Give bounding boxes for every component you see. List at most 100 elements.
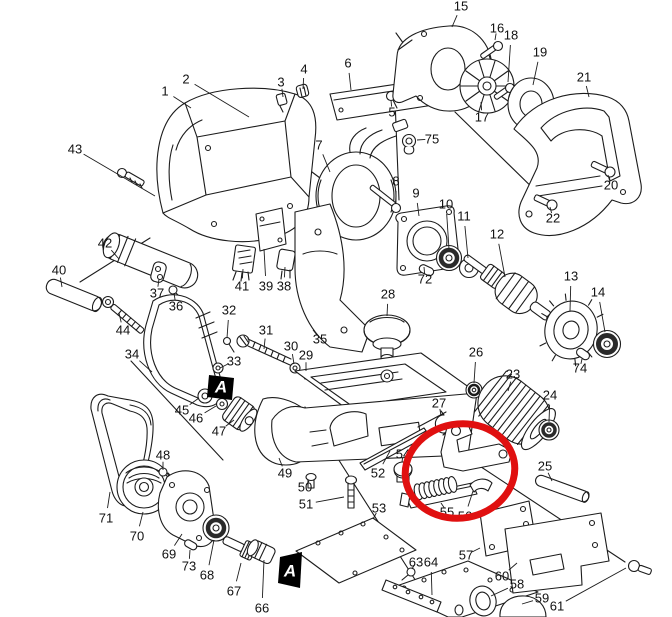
part-label-57: 57 xyxy=(459,548,473,563)
part-label-61: 61 xyxy=(550,599,564,614)
part-label-69: 69 xyxy=(162,547,176,562)
part-label-48: 48 xyxy=(156,448,170,463)
part-label-25: 25 xyxy=(538,459,552,474)
leader-line-39 xyxy=(263,248,266,277)
highlight-circle xyxy=(401,420,519,522)
leader-line-58 xyxy=(490,587,509,597)
part-68-bearing xyxy=(202,514,230,542)
assembly-markers: AA xyxy=(207,375,302,588)
leader-line-73 xyxy=(188,549,191,559)
part-label-74: 74 xyxy=(573,361,587,376)
part-label-28: 28 xyxy=(381,287,395,302)
marker-letter: A xyxy=(283,562,296,581)
part-53-base-plate xyxy=(295,517,417,584)
part-61-bolt xyxy=(627,559,652,575)
leader-line-74 xyxy=(580,358,583,364)
leader-line-17 xyxy=(480,101,483,111)
part-label-70: 70 xyxy=(130,529,144,544)
part-58-grommet xyxy=(469,585,497,617)
leader-line-27 xyxy=(439,408,442,417)
leader-line-53 xyxy=(372,512,377,520)
part-label-35: 35 xyxy=(313,332,327,347)
part-label-5: 5 xyxy=(388,105,395,120)
leader-line-40 xyxy=(59,277,63,288)
part-label-42: 42 xyxy=(98,236,112,251)
part-label-68: 68 xyxy=(200,568,214,583)
part-label-14: 14 xyxy=(591,285,605,300)
part-label-39: 39 xyxy=(259,279,273,294)
leader-line-41 xyxy=(241,268,244,279)
part-label-11: 11 xyxy=(457,209,471,224)
part-label-30: 30 xyxy=(284,339,298,354)
leader-line-7 xyxy=(322,154,331,173)
part-label-6: 6 xyxy=(344,56,351,71)
part-47-gear xyxy=(222,396,258,432)
leader-line-3 xyxy=(281,88,284,98)
part-label-13: 13 xyxy=(564,269,578,284)
part-7-stator xyxy=(315,118,409,241)
part-label-12: 12 xyxy=(490,227,504,242)
leader-lines xyxy=(59,15,627,605)
part-label-3: 3 xyxy=(277,75,284,90)
leader-line-42 xyxy=(110,249,120,260)
part-label-45: 45 xyxy=(175,403,189,418)
part-label-20: 20 xyxy=(604,178,618,193)
part-63-screw xyxy=(401,567,416,581)
part-label-10: 10 xyxy=(439,197,453,212)
part-label-32: 32 xyxy=(222,303,236,318)
leader-line-57 xyxy=(472,547,481,553)
marker-a-2 xyxy=(278,552,302,588)
part-74-pin xyxy=(575,347,591,361)
part-label-7: 7 xyxy=(315,138,322,153)
leader-line-36 xyxy=(173,292,176,301)
part-label-34: 34 xyxy=(125,347,139,362)
part-16-screw xyxy=(480,40,504,59)
leader-line-68 xyxy=(208,539,215,566)
leader-line-66 xyxy=(261,559,265,599)
part-55-spring-plate xyxy=(399,476,493,509)
part-18-screw xyxy=(493,82,516,100)
part-14-bearing xyxy=(592,329,622,359)
marker-letter: A xyxy=(214,378,227,397)
part-33-washer xyxy=(212,362,224,374)
leader-line-75 xyxy=(416,138,426,141)
leader-line-72 xyxy=(423,266,426,274)
part-24-bearing xyxy=(538,419,560,441)
part-label-21: 21 xyxy=(577,70,591,85)
part-label-53: 53 xyxy=(372,501,386,516)
leader-line-10 xyxy=(446,213,450,250)
part-label-4: 4 xyxy=(300,62,307,77)
part-41-switch xyxy=(231,244,257,282)
part-label-60: 60 xyxy=(495,569,509,584)
leader-line-9 xyxy=(416,202,420,217)
part-label-63: 63 xyxy=(409,555,423,570)
part-43-screw xyxy=(116,167,145,189)
leader-line-11 xyxy=(464,225,469,259)
part-40-rod xyxy=(45,278,103,313)
leader-line-35 xyxy=(312,329,318,336)
leader-line-25 xyxy=(547,472,553,482)
leader-line-19 xyxy=(532,61,539,86)
part-label-15: 15 xyxy=(454,0,468,14)
part-20-screw xyxy=(590,160,616,178)
part-label-44: 44 xyxy=(116,323,130,338)
part-label-58: 58 xyxy=(510,577,524,592)
part-label-47: 47 xyxy=(212,424,226,439)
leader-line-51 xyxy=(315,496,345,503)
part-label-64: 64 xyxy=(424,555,438,570)
leader-line-32 xyxy=(226,319,229,339)
part-label-51: 51 xyxy=(299,497,313,512)
part-label-36: 36 xyxy=(169,299,183,314)
part-34-side-plate xyxy=(143,294,223,408)
part-37-plate xyxy=(150,261,167,283)
leader-line-54 xyxy=(401,457,404,463)
part-label-18: 18 xyxy=(504,28,518,43)
part-22-screw xyxy=(533,194,558,211)
part-label-52: 52 xyxy=(371,466,385,481)
leader-line-31 xyxy=(263,338,266,350)
part-50-screw xyxy=(305,472,317,489)
leader-line-37 xyxy=(157,278,160,287)
part-21-rear-handle xyxy=(513,92,642,236)
